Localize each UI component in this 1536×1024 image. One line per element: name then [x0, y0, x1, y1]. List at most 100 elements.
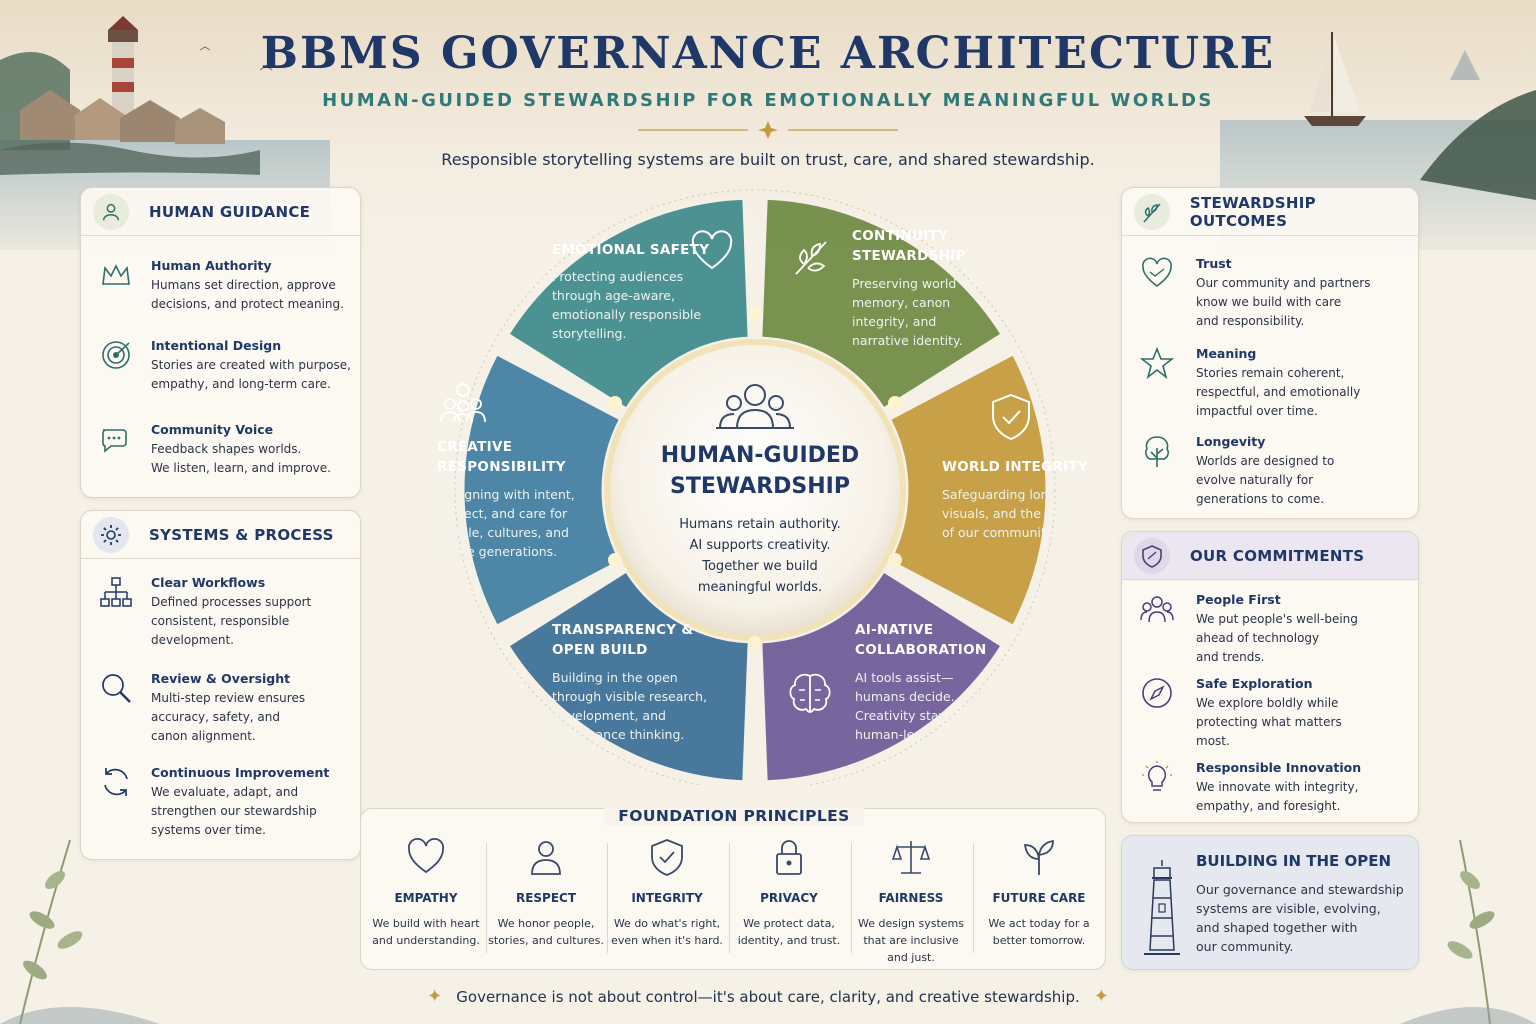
segment-desc: Building in the open through visible res… [552, 670, 708, 742]
crown-icon [102, 264, 130, 285]
item-desc: Stories remain coherent, respectful, and… [1196, 366, 1361, 418]
item-desc: We put people's well-being ahead of tech… [1196, 612, 1358, 664]
ornament-divider [638, 121, 898, 139]
outcomes-header: STEWARDSHIP OUTCOMES [1122, 188, 1418, 236]
item-title: Review & Oversight [151, 671, 291, 686]
lightbulb-icon [1142, 761, 1172, 791]
open-title: BUILDING IN THE OPEN [1196, 852, 1392, 870]
building-in-the-open-panel: BUILDING IN THE OPEN Our governance and … [1121, 835, 1419, 970]
principle-fairness: FAIRNESS We design systems that are incl… [851, 837, 971, 965]
item-title: Continuous Improvement [151, 765, 330, 780]
item-desc: Our community and partners know we build… [1196, 276, 1371, 328]
heart-icon [691, 230, 733, 270]
principle-name: PRIVACY [760, 891, 818, 905]
segment-emotional-safety [506, 196, 751, 411]
segment-title: EMOTIONAL SAFETY [552, 242, 710, 258]
principle-name: RESPECT [515, 891, 577, 905]
footer: ✦Governance is not about control—it's ab… [0, 986, 1536, 1007]
open-desc: Our governance and stewardship systems a… [1196, 882, 1404, 954]
human-guidance-header: HUMAN GUIDANCE [81, 188, 360, 236]
item-desc: We evaluate, adapt, and strengthen our s… [151, 785, 317, 837]
principle-future-care: FUTURE CARE We act today for a better to… [979, 837, 1099, 965]
human-guidance-title: HUMAN GUIDANCE [149, 202, 311, 221]
systems-process-header: SYSTEMS & PROCESS [81, 511, 360, 559]
item-desc: Feedback shapes worlds. We listen, learn… [151, 442, 331, 475]
item-title: Trust [1196, 256, 1232, 271]
lock-icon [776, 840, 802, 875]
foliage-illustration-right [1400, 839, 1536, 1024]
segment-continuity-stewardship [759, 196, 1004, 411]
segment-ai-native-collaboration [759, 569, 1004, 784]
leaf-icon [795, 241, 827, 275]
speech-bubbles-icon [102, 429, 127, 453]
outcomes-title: STEWARDSHIP OUTCOMES [1189, 193, 1316, 230]
principle-desc: We honor people, stories, and cultures. [488, 917, 604, 947]
principle-respect: RESPECT We honor people, stories, and cu… [486, 837, 606, 965]
principle-empathy: EMPATHY We build with heart and understa… [366, 837, 486, 965]
principle-desc: We do what's right, even when it's hard. [611, 917, 723, 947]
systems-process-title: SYSTEMS & PROCESS [149, 525, 334, 544]
separator [851, 843, 852, 953]
foliage-illustration-left [0, 839, 160, 1024]
principle-integrity: INTEGRITY We do what's right, even when … [607, 837, 727, 965]
commitments-header: OUR COMMITMENTS [1122, 532, 1418, 580]
item-desc: Stories are created with purpose, empath… [151, 358, 351, 391]
principle-desc: We act today for a better tomorrow. [988, 917, 1090, 947]
separator [973, 843, 974, 953]
sparkle-icon: ✦ [427, 986, 443, 1007]
separator [729, 843, 730, 953]
segment-title: TRANSPARENCY & OPEN BUILD [552, 622, 694, 658]
wheel-segments [461, 196, 1049, 784]
lighthouse-icon [1144, 860, 1180, 955]
shield-icon [1134, 537, 1170, 574]
tree-icon [1145, 436, 1169, 467]
segment-desc: AI tools assist— humans decide. Creativi… [855, 670, 955, 742]
heart-icon [408, 838, 444, 874]
shield-check-icon [992, 393, 1030, 441]
item-desc: Worlds are designed to evolve naturally … [1196, 454, 1335, 506]
item-title: Human Authority [151, 258, 272, 273]
item-title: People First [1196, 592, 1281, 607]
principle-desc: We protect data, identity, and trust. [737, 917, 841, 947]
handshake-icon [1142, 257, 1172, 287]
center-description: Humans retain authority. AI supports cre… [679, 517, 841, 595]
tagline: Responsible storytelling systems are bui… [441, 150, 1095, 169]
segment-title: CREATIVE RESPONSIBILITY [437, 439, 566, 475]
segment-transparency-open-build [506, 569, 751, 784]
compass-icon [1142, 678, 1172, 708]
people-group-icon [440, 383, 486, 423]
people-icon [1140, 596, 1174, 623]
scales-icon [891, 841, 931, 874]
commitments-title: OUR COMMITMENTS [1190, 546, 1365, 565]
segment-creative-responsibility [461, 352, 623, 628]
item-title: Safe Exploration [1196, 676, 1313, 691]
item-title: Meaning [1196, 346, 1257, 361]
cycle-arrows-icon [104, 768, 128, 796]
sprout-icon [1023, 839, 1054, 875]
segment-desc: Protecting audiences through age-aware, … [552, 269, 702, 341]
item-title: Longevity [1196, 434, 1266, 449]
item-desc: Defined processes support consistent, re… [151, 595, 312, 647]
stewardship-wheel [454, 189, 1056, 785]
segment-desc: Safeguarding lore, visuals, and the trus… [942, 487, 1075, 540]
principle-name: EMPATHY [394, 891, 458, 905]
foundation-title-text: FOUNDATION PRINCIPLES [604, 807, 864, 825]
people-group-icon [716, 384, 794, 429]
principle-name: FUTURE CARE [992, 891, 1086, 905]
item-desc: Humans set direction, approve decisions,… [151, 278, 344, 311]
our-commitments-panel: OUR COMMITMENTS People First We put peopl… [1121, 531, 1419, 823]
shield-check-icon [651, 839, 683, 876]
principle-desc: We build with heart and understanding. [372, 917, 480, 947]
principle-name: FAIRNESS [878, 891, 944, 905]
item-title: Responsible Innovation [1196, 760, 1362, 775]
item-title: Intentional Design [151, 338, 282, 353]
principle-name: INTEGRITY [631, 891, 703, 905]
glow-points [608, 308, 902, 650]
separator [607, 843, 608, 953]
item-desc: Multi-step review ensures accuracy, safe… [151, 691, 306, 743]
sparkle-icon: ✦ [1093, 986, 1109, 1007]
gear-icon [93, 516, 129, 553]
